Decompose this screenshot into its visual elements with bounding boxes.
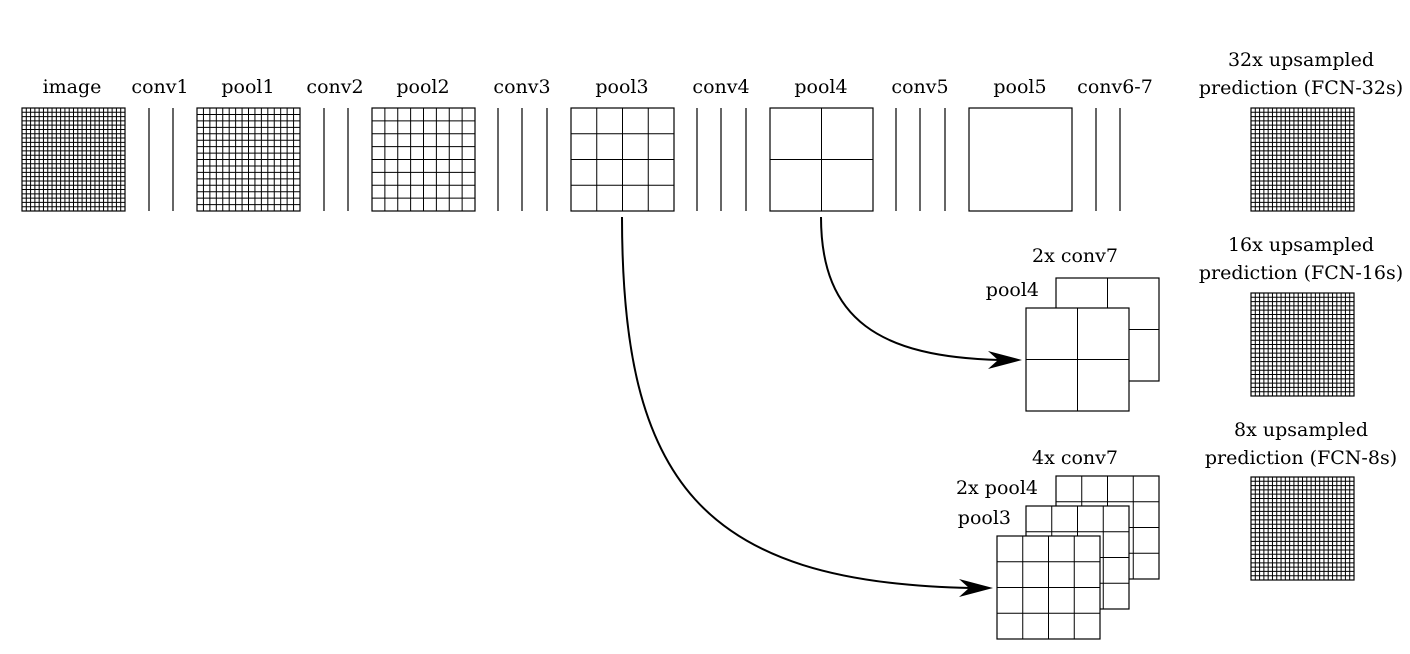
fusion8-pool3-grid: [996, 535, 1101, 640]
label-fcn8-line2: prediction (FCN-8s): [1205, 447, 1397, 469]
label-conv1: conv1: [131, 76, 188, 98]
label-fcn32-line1: 32x upsampled: [1228, 49, 1374, 71]
label-2x-pool4: 2x pool4: [956, 477, 1038, 499]
fusion16-pool4-grid: [1025, 307, 1130, 412]
label-4x-conv7: 4x conv7: [1032, 447, 1118, 469]
image-grid: [21, 107, 126, 212]
label-pool4: pool4: [794, 76, 847, 98]
pool4-skip-arrow: [820, 216, 1022, 369]
conv3-lines: [497, 108, 548, 211]
label-fcn32-line2: prediction (FCN-32s): [1199, 77, 1403, 99]
label-conv3: conv3: [493, 76, 550, 98]
label-pool1: pool1: [221, 76, 274, 98]
label-fcn8-line1: 8x upsampled: [1234, 419, 1368, 441]
label-pool2: pool2: [396, 76, 449, 98]
fcn8-output-grid: [1250, 476, 1355, 581]
conv4-lines: [696, 108, 747, 211]
label-fcn16-line2: prediction (FCN-16s): [1199, 262, 1403, 284]
label-pool5: pool5: [993, 76, 1046, 98]
label-2x-conv7: 2x conv7: [1032, 245, 1118, 267]
fcn32-output-grid: [1250, 107, 1355, 212]
conv6-7-lines: [1095, 108, 1121, 211]
pool3-grid: [570, 107, 675, 212]
pool5-grid: [968, 107, 1073, 212]
label-pool3: pool3: [595, 76, 648, 98]
conv1-lines: [148, 108, 174, 211]
label-conv2: conv2: [306, 76, 363, 98]
label-conv6-7: conv6-7: [1077, 76, 1153, 98]
conv5-lines: [895, 108, 946, 211]
layer-labels: image conv1 pool1 conv2 pool2 conv3 pool…: [43, 76, 1153, 98]
pool2-grid: [371, 107, 476, 212]
label-conv4: conv4: [692, 76, 749, 98]
label-image: image: [43, 76, 102, 98]
label-fusion16-pool4: pool4: [986, 279, 1039, 301]
conv2-lines: [323, 108, 349, 211]
fcn16-output-grid: [1250, 292, 1355, 397]
pool1-grid: [196, 107, 301, 212]
output-labels: 32x upsampled prediction (FCN-32s) 16x u…: [1199, 49, 1403, 469]
pool3-skip-arrow: [621, 216, 993, 597]
fusion-labels: 2x conv7 pool4 4x conv7 2x pool4 pool3: [956, 245, 1118, 529]
pool4-grid: [769, 107, 874, 212]
label-fcn16-line1: 16x upsampled: [1228, 234, 1374, 256]
label-fusion8-pool3: pool3: [958, 507, 1011, 529]
label-conv5: conv5: [891, 76, 948, 98]
